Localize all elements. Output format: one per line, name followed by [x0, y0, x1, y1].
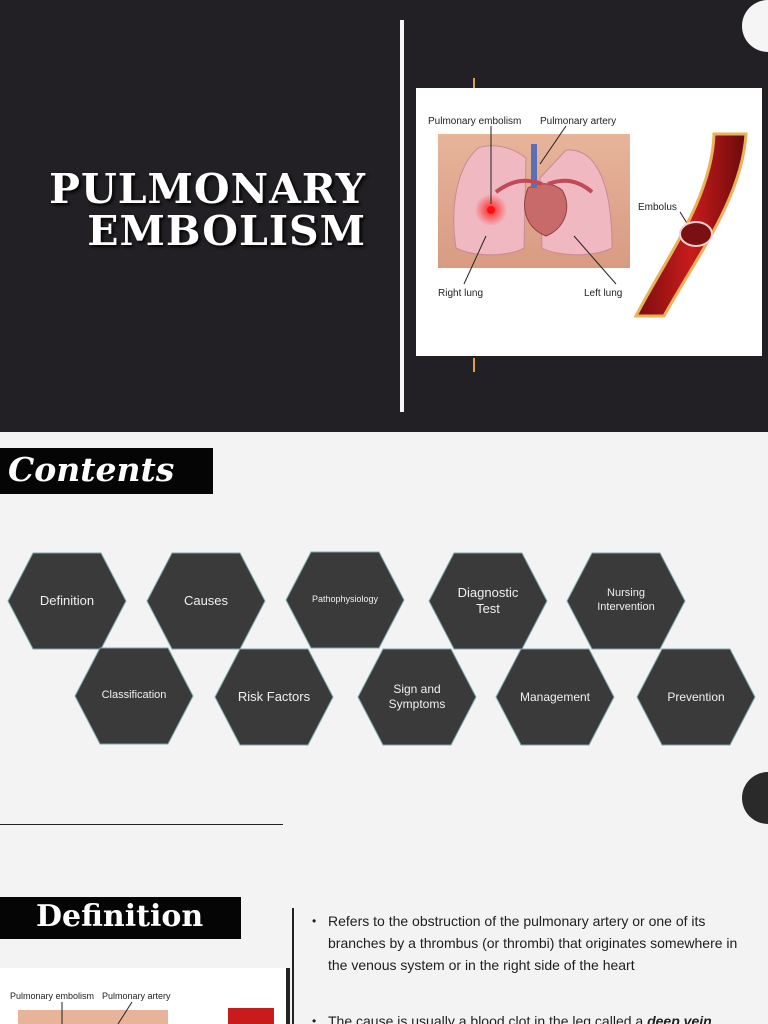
- topic-label: Nursing Intervention: [597, 587, 655, 613]
- label-pulmonary-artery: Pulmonary artery: [102, 991, 171, 1001]
- topic-label: Sign and Symptoms: [388, 682, 446, 711]
- bullet-text: Refers to the obstruction of the pulmona…: [328, 913, 738, 973]
- title-line-1: PULMONARY: [49, 165, 366, 213]
- topic-hexagon-diagnostic-test[interactable]: Diagnostic Test: [428, 552, 548, 650]
- definition-bullets: Refers to the obstruction of the pulmona…: [312, 910, 752, 1024]
- contents-heading: Contents: [0, 448, 213, 494]
- embolus-shape: [679, 221, 713, 247]
- definition-heading-text: Definition: [36, 899, 204, 934]
- bottom-rule: [0, 824, 283, 825]
- contents-slide: Contents Definition Causes Pathophysiolo…: [0, 432, 768, 864]
- topic-hexagon-management[interactable]: Management: [495, 648, 615, 746]
- label-right-lung: Right lung: [438, 288, 483, 299]
- topic-hexagon-pathophysiology[interactable]: Pathophysiology: [285, 551, 405, 649]
- corner-circle-decoration: [742, 0, 768, 52]
- label-pulmonary-embolism: Pulmonary embolism: [428, 116, 521, 127]
- topic-label: Causes: [183, 592, 229, 608]
- topic-label: Diagnostic Test: [457, 584, 519, 616]
- bullet-emphasis: deep vein: [647, 1013, 712, 1024]
- bullet-item: Refers to the obstruction of the pulmona…: [312, 910, 752, 976]
- topic-hexagon-sign-and-symptoms[interactable]: Sign and Symptoms: [357, 648, 477, 746]
- topic-hexagon-risk-factors[interactable]: Risk Factors: [214, 648, 334, 746]
- vertical-divider: [400, 20, 404, 412]
- topic-label: Management: [519, 689, 591, 704]
- label-pulmonary-embolism: Pulmonary embolism: [10, 991, 94, 1001]
- slide-title: PULMONARY EMBOLISM: [49, 168, 366, 252]
- topic-hexagon-causes[interactable]: Causes: [146, 552, 266, 650]
- topic-label: Risk Factors: [237, 688, 311, 704]
- pulmonary-embolism-illustration: Pulmonary embolism Pulmonary artery Embo…: [416, 88, 762, 356]
- topic-label: Pathophysiology: [311, 594, 379, 605]
- title-slide: PULMONARY EMBOLISM: [0, 0, 768, 432]
- bullet-item: The cause is usually a blood clot in the…: [312, 1010, 752, 1024]
- contents-hexagon-grid: Definition Causes Pathophysiology Diagno…: [0, 432, 768, 864]
- definition-illustration: Pulmonary embolism Pulmonary artery: [0, 968, 290, 1024]
- topic-label: Classification: [101, 689, 167, 702]
- label-embolus: Embolus: [638, 202, 677, 213]
- label-left-lung: Left lung: [584, 288, 622, 299]
- gold-tick-bottom: [473, 358, 475, 372]
- gold-tick-top: [473, 78, 475, 92]
- label-pulmonary-artery: Pulmonary artery: [540, 116, 616, 127]
- topic-hexagon-nursing-intervention[interactable]: Nursing Intervention: [566, 552, 686, 650]
- definition-slide: Definition Pulmonary embolism Pulmonary …: [0, 866, 768, 1024]
- title-line-2: EMBOLISM: [87, 207, 366, 255]
- anatomy-diagram: Pulmonary embolism Pulmonary artery Embo…: [428, 116, 748, 318]
- topic-hexagon-classification[interactable]: Classification: [74, 647, 194, 745]
- definition-heading: Definition: [0, 897, 241, 939]
- heart-shape: [524, 183, 568, 237]
- contents-heading-text: Contents: [8, 450, 175, 489]
- topic-hexagon-definition[interactable]: Definition: [7, 552, 127, 650]
- vertical-divider: [292, 908, 294, 1024]
- topic-label: Prevention: [667, 689, 725, 704]
- topic-label: Definition: [39, 592, 95, 608]
- bullet-text: The cause is usually a blood clot in the…: [328, 1013, 648, 1024]
- topic-hexagon-prevention[interactable]: Prevention: [636, 648, 756, 746]
